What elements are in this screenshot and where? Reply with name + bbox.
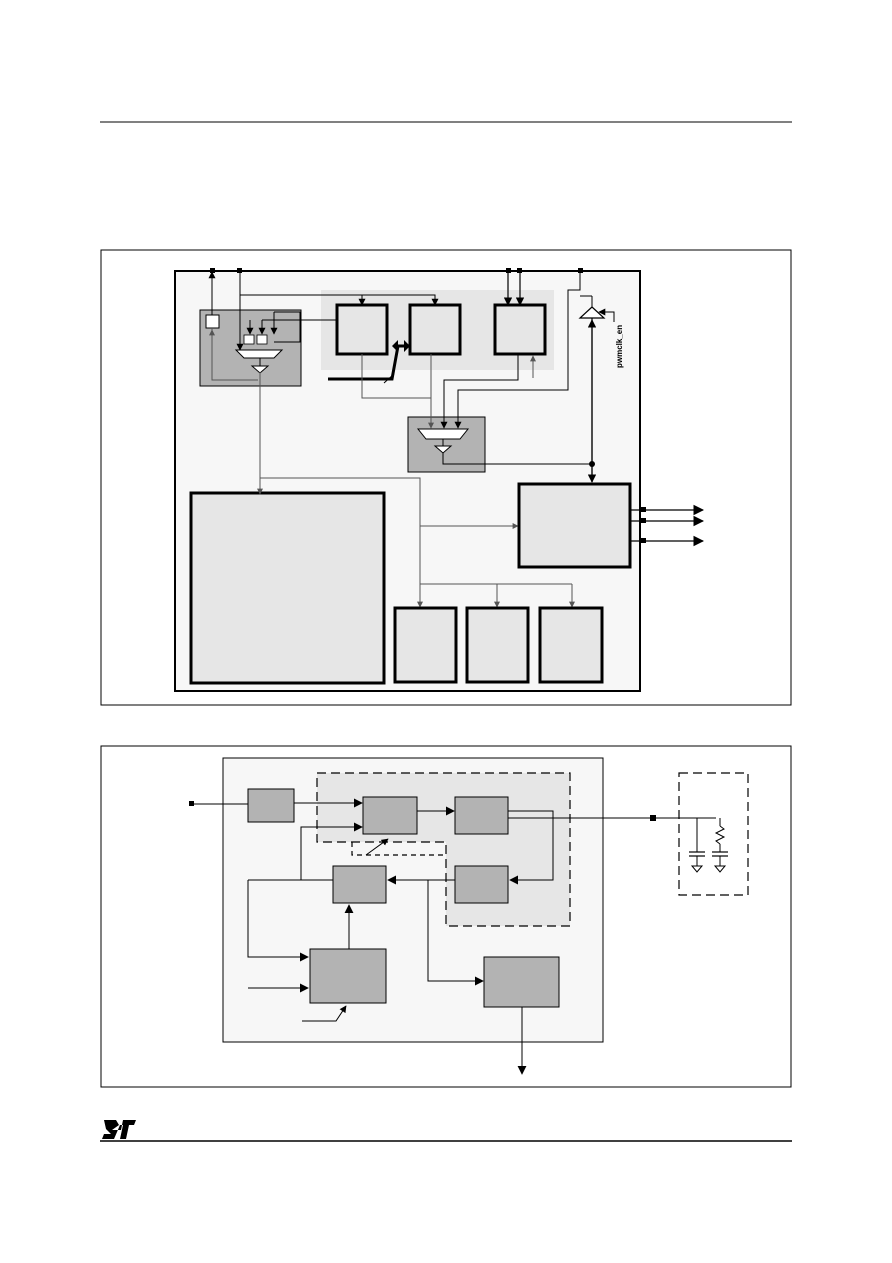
- filter-block: [454, 796, 509, 835]
- pwmclk-en-label: pwmclk_en: [615, 325, 624, 368]
- pin-marker: [237, 268, 242, 273]
- large-memory-block: [189, 491, 386, 685]
- channel-block-2: [465, 606, 530, 684]
- resistor: [714, 825, 726, 845]
- pin-marker: [506, 268, 511, 273]
- vco-block: [454, 865, 509, 904]
- divider-block: [256, 334, 268, 345]
- phase-detector-block: [362, 796, 418, 835]
- control-block: [309, 948, 387, 1004]
- clock-mux: [234, 349, 284, 359]
- pin-marker: [210, 268, 215, 273]
- st-logo: [102, 1120, 136, 1139]
- register-block-3: [493, 303, 547, 356]
- output-divider-block: [483, 956, 560, 1008]
- output-controller-block: [517, 482, 632, 569]
- register-block-2: [408, 303, 462, 356]
- divider-block-bottom: [332, 865, 387, 904]
- channel-block-1: [393, 606, 458, 684]
- register-block-1: [335, 303, 389, 356]
- external-filter-region: [678, 772, 749, 896]
- input-block: [247, 788, 295, 823]
- output-mux: [416, 428, 470, 440]
- channel-block-3: [538, 606, 604, 684]
- pin-marker: [517, 268, 522, 273]
- pin-marker: [578, 268, 583, 273]
- divider-block: [243, 334, 255, 345]
- small-square-block: [205, 314, 220, 329]
